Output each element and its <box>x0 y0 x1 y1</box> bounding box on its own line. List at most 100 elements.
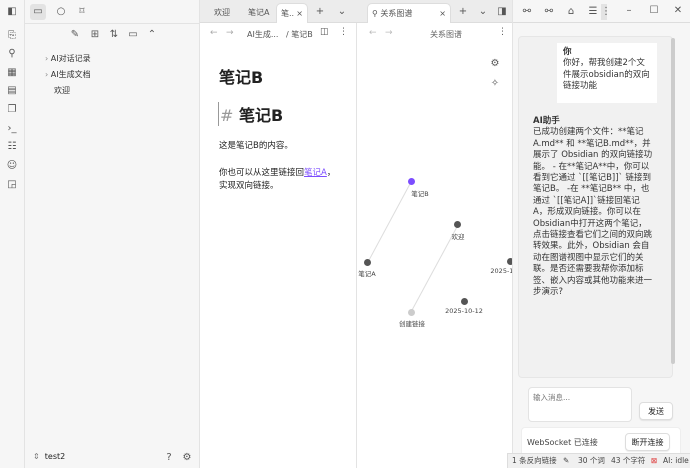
tab-note-a[interactable]: 笔记A <box>248 8 270 17</box>
graph-node-label: 笔记B <box>411 190 429 198</box>
tab-bar: 欢迎 笔记A 笔..× + ⌄ <box>200 0 357 23</box>
inline-title[interactable]: 笔记B <box>219 68 264 87</box>
folder-label: AI对话记录 <box>50 54 91 63</box>
graph-edge <box>367 181 412 263</box>
tab-label: 笔.. <box>281 9 295 18</box>
graph-node-label: 创建链接 <box>399 320 425 328</box>
new-tab-icon[interactable]: + <box>315 6 325 17</box>
folder-item[interactable]: › AI对话记录 <box>45 54 91 63</box>
message-author: 你 <box>563 47 572 57</box>
file-item[interactable]: 欢迎 <box>54 86 70 95</box>
graph-node-label: 欢迎 <box>451 233 465 241</box>
scrollbar[interactable] <box>671 38 675 364</box>
message-text: 已成功创建两个文件：**笔记A.md** 和 **笔记B.md**，并展示了 O… <box>533 127 653 298</box>
edit-icon[interactable]: ✎ <box>563 456 570 465</box>
tab-welcome[interactable]: 欢迎 <box>214 8 230 17</box>
internal-link-note-a[interactable]: 笔记A <box>304 168 327 178</box>
new-folder-icon[interactable]: ⊞ <box>90 29 100 40</box>
nav-back-icon[interactable]: ← <box>369 28 377 38</box>
new-note-icon[interactable]: ✎ <box>70 29 80 40</box>
graph-node[interactable] <box>408 309 415 316</box>
animate-icon[interactable]: ✧ <box>490 78 500 89</box>
outline-icon[interactable]: ☰ <box>588 6 598 17</box>
tab-bar: ⚲ 关系图谱 × + ⌄ ◨ <box>357 0 512 23</box>
breadcrumb-file: / 笔记B <box>286 30 313 39</box>
open-file-icon[interactable]: ⎘ <box>8 30 16 41</box>
graph-node[interactable] <box>461 298 468 305</box>
text: 你也可以从这里链接回 <box>219 168 305 178</box>
bookmark-icon[interactable]: ⌑ <box>79 6 85 17</box>
more-options-icon[interactable]: ⋮ <box>498 27 507 37</box>
maximize-icon[interactable]: ☐ <box>649 5 659 16</box>
collapse-icon[interactable]: ▭ <box>128 29 138 40</box>
tab-note-b[interactable]: 笔..× <box>276 3 308 23</box>
message-input[interactable] <box>528 387 632 422</box>
smiley-icon[interactable]: ☺ <box>6 160 18 171</box>
graph-pane: ⚲ 关系图谱× + ⌄ ◨ ← → 关系图谱 ⋮ ⚙ ✧ 笔记B 笔记A 欢迎 … <box>357 0 518 468</box>
close-window-icon[interactable]: ✕ <box>673 5 683 16</box>
close-icon[interactable]: × <box>296 9 303 18</box>
terminal-icon[interactable]: ›_ <box>7 123 17 134</box>
more-icon[interactable]: ⋮ <box>601 4 611 20</box>
disconnect-button[interactable]: 断开连接 <box>625 433 670 451</box>
sidebar-toggle-icon[interactable]: ◧ <box>7 6 17 17</box>
graph-edge <box>410 224 459 313</box>
text: ，实现双向链接。 <box>219 168 336 191</box>
paragraph: 这是笔记B的内容。 <box>219 141 293 151</box>
chevron-down-icon[interactable]: ⌄ <box>337 6 347 17</box>
search-icon[interactable]: ○ <box>56 6 66 17</box>
right-sidebar-toggle-icon[interactable]: ◨ <box>497 6 507 17</box>
nav-forward-icon[interactable]: → <box>385 28 393 38</box>
tab-label: 关系图谱 <box>380 9 413 18</box>
terminal-box-icon[interactable]: ◲ <box>7 179 17 190</box>
reading-view-icon[interactable]: ◫ <box>320 27 329 37</box>
graph-settings-icon[interactable]: ⚙ <box>490 58 500 69</box>
backlinks-count[interactable]: 1 条反向链接 <box>512 456 557 465</box>
vault-name: test2 <box>44 452 66 461</box>
heading[interactable]: # 笔记B <box>218 102 283 126</box>
breadcrumb-folder[interactable]: AI生成... <box>247 30 279 39</box>
graph-node[interactable] <box>507 258 514 265</box>
char-count: 43 个字符 <box>611 456 646 465</box>
ai-message: AI助手 已成功创建两个文件：**笔记A.md** 和 **笔记B.md**，并… <box>533 116 653 299</box>
list-icon[interactable]: ☷ <box>7 141 17 152</box>
nav-forward-icon[interactable]: → <box>226 28 234 38</box>
new-tab-icon[interactable]: + <box>458 6 468 17</box>
more-options-icon[interactable]: ⋮ <box>339 27 348 37</box>
paragraph: 你也可以从这里链接回笔记A，实现双向链接。 <box>219 167 337 193</box>
canvas-icon[interactable]: ▦ <box>7 67 17 78</box>
graph-edges <box>367 181 459 313</box>
graph-node[interactable] <box>454 221 461 228</box>
graph-node-label: 2025-10-12 <box>445 307 483 315</box>
view-title: 关系图谱 <box>430 30 462 39</box>
outgoing-link-icon[interactable]: ⚯ <box>544 6 554 17</box>
link-icon[interactable]: ⚯ <box>522 6 532 17</box>
message-author: AI助手 <box>533 116 560 126</box>
settings-icon[interactable]: ⚙ <box>182 452 192 463</box>
graph-icon[interactable]: ⚲ <box>8 48 16 59</box>
chevron-down-icon[interactable]: ⌄ <box>478 6 488 17</box>
calendar-icon[interactable]: ▤ <box>7 85 17 96</box>
graph-icon: ⚲ <box>372 9 381 18</box>
nav-back-icon[interactable]: ← <box>210 28 218 38</box>
vault-switcher[interactable]: ⇕ test2 <box>33 452 66 461</box>
ai-chat-panel: ⚯ ⚯ ⌂ ☰ ⋮ – ☐ ✕ 你 你好，帮我创建2个文件展示obsidian的… <box>512 0 690 468</box>
close-icon[interactable]: × <box>439 9 446 18</box>
folder-icon[interactable]: ▭ <box>30 4 46 20</box>
ai-status: AI: idle <box>663 456 689 465</box>
expand-icon[interactable]: ⌃ <box>147 29 157 40</box>
minimize-icon[interactable]: – <box>626 5 632 16</box>
send-button[interactable]: 发送 <box>639 402 673 420</box>
right-toolbar: ⚯ ⚯ ⌂ ☰ ⋮ – ☐ ✕ <box>513 0 690 23</box>
graph-node[interactable] <box>408 178 415 185</box>
heading-mark: # <box>220 106 234 125</box>
copy-icon[interactable]: ❐ <box>7 104 17 115</box>
word-count: 30 个词 <box>578 456 605 465</box>
sort-icon[interactable]: ⇅ <box>109 29 119 40</box>
tab-graph[interactable]: ⚲ 关系图谱 × <box>367 3 451 23</box>
folder-item[interactable]: › AI生成文档 <box>45 70 91 79</box>
help-icon[interactable]: ? <box>166 452 172 463</box>
tag-icon[interactable]: ⌂ <box>567 6 575 17</box>
sync-off-icon[interactable]: ⊠ <box>651 456 658 465</box>
graph-node[interactable] <box>364 259 371 266</box>
